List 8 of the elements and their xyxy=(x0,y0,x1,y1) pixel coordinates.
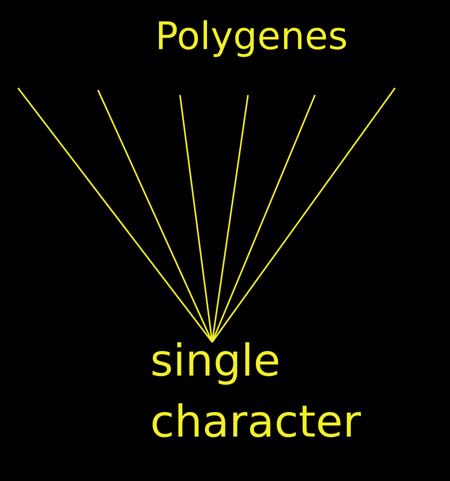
handwritten-label: single character xyxy=(152,342,361,438)
line xyxy=(179,94,213,342)
line xyxy=(211,94,316,342)
line xyxy=(211,94,249,342)
line xyxy=(17,88,213,342)
line xyxy=(212,88,396,342)
line xyxy=(97,90,213,342)
handwritten-label: Polygenes xyxy=(158,20,346,57)
